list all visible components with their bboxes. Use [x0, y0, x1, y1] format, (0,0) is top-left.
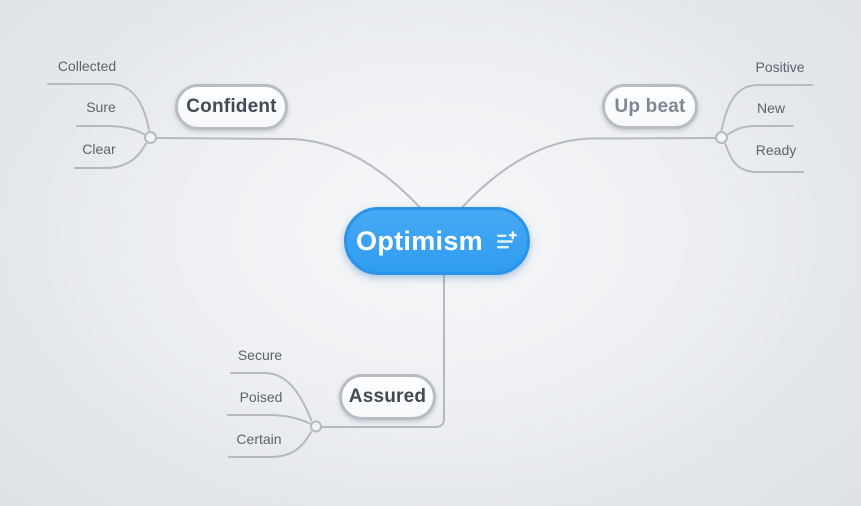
connector-confident-collected	[47, 83, 150, 131]
connector-assured-poised	[227, 414, 311, 425]
child-topic-positive[interactable]: Positive	[755, 59, 805, 75]
child-topic-ready[interactable]: Ready	[755, 142, 797, 158]
child-topic-poised[interactable]: Poised	[239, 389, 283, 405]
root-topic-label: Optimism	[356, 225, 483, 256]
note-lines-plus-icon[interactable]	[496, 231, 518, 253]
child-topic-clear[interactable]: Clear	[82, 141, 116, 157]
child-topic-secure[interactable]: Secure	[237, 347, 283, 363]
branch-topic-upbeat[interactable]: Up beat	[602, 84, 698, 129]
branch-joint-confident[interactable]	[144, 131, 157, 144]
connector-upbeat-new	[727, 125, 794, 136]
connector-root-upbeat	[456, 137, 716, 214]
connector-upbeat-positive	[720, 84, 813, 132]
connector-assured-secure	[230, 372, 313, 422]
branch-topic-label: Up beat	[614, 95, 686, 117]
branch-joint-assured[interactable]	[310, 420, 322, 433]
branch-topic-label: Assured	[348, 386, 427, 407]
child-topic-sure[interactable]: Sure	[86, 99, 116, 115]
branch-joint-upbeat[interactable]	[715, 131, 728, 144]
child-topic-collected[interactable]: Collected	[57, 58, 117, 74]
connector-assured-certain	[228, 431, 312, 458]
connector-confident-sure	[76, 125, 146, 136]
connector-confident-clear	[74, 142, 147, 169]
connector-root-confident	[156, 137, 426, 214]
branch-topic-confident[interactable]: Confident	[175, 84, 288, 130]
branch-topic-label: Confident	[186, 96, 277, 117]
root-topic-optimism[interactable]: Optimism	[344, 207, 530, 275]
connector-root-assured	[321, 271, 445, 428]
connector-upbeat-ready	[724, 143, 804, 173]
child-topic-new[interactable]: New	[756, 100, 786, 116]
branch-topic-assured[interactable]: Assured	[339, 374, 436, 420]
child-topic-certain[interactable]: Certain	[236, 431, 282, 447]
